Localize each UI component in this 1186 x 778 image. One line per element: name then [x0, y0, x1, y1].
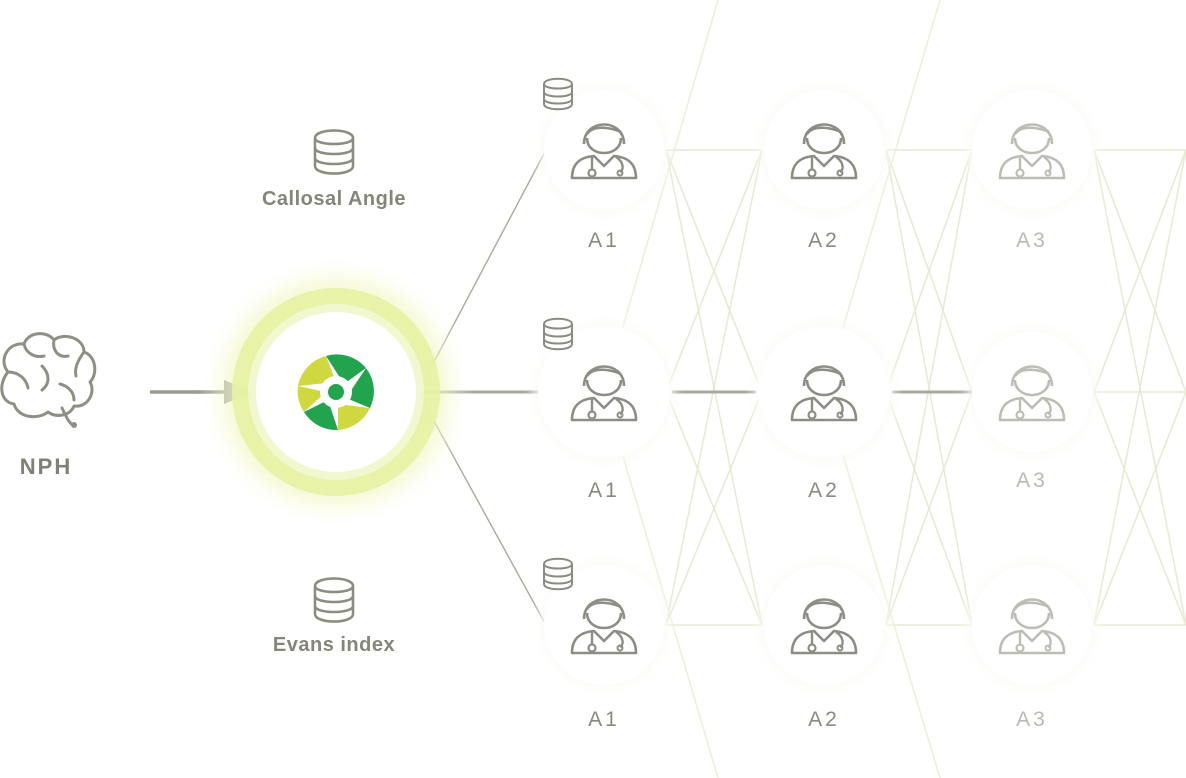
- agent-node-a2-middle: [754, 322, 894, 462]
- agent-node-a3-middle: [968, 328, 1096, 456]
- hub-node: [198, 254, 474, 530]
- source-label: NPH: [19, 454, 73, 479]
- agent-node-a3-top: [968, 86, 1096, 214]
- database-icon: [543, 557, 573, 591]
- agent-node-a1-bottom: [540, 561, 668, 689]
- brain-icon: [0, 332, 97, 428]
- agent-node-a2-top: [760, 86, 888, 214]
- database-icon: [313, 129, 355, 175]
- agent-node-a1-top: [540, 86, 668, 214]
- column-label-a2: A2: [808, 229, 840, 252]
- agent-node-a2-bottom: [760, 561, 888, 689]
- connection-mesh: [665, 149, 1186, 626]
- column-label-a3: A3: [1016, 229, 1048, 252]
- database-icon: [543, 77, 573, 111]
- aperture-logo-icon: [297, 354, 374, 431]
- column-label-a3: A3: [1016, 708, 1048, 731]
- agent-node-a3-bottom: [968, 561, 1096, 689]
- database-icon: [543, 317, 573, 351]
- column-label-a1: A1: [588, 229, 620, 252]
- column-label-a3: A3: [1016, 469, 1048, 492]
- column-label-a2: A2: [808, 479, 840, 502]
- database-icon: [313, 577, 355, 623]
- column-label-a1: A1: [588, 479, 620, 502]
- agent-node-a1-middle: [534, 322, 674, 462]
- feature-label-evans-index: Evans index: [272, 634, 396, 656]
- column-label-a2: A2: [808, 708, 840, 731]
- agent-nodes: [534, 86, 1096, 689]
- feature-label-callosal-angle: Callosal Angle: [261, 188, 407, 210]
- column-label-a1: A1: [588, 708, 620, 731]
